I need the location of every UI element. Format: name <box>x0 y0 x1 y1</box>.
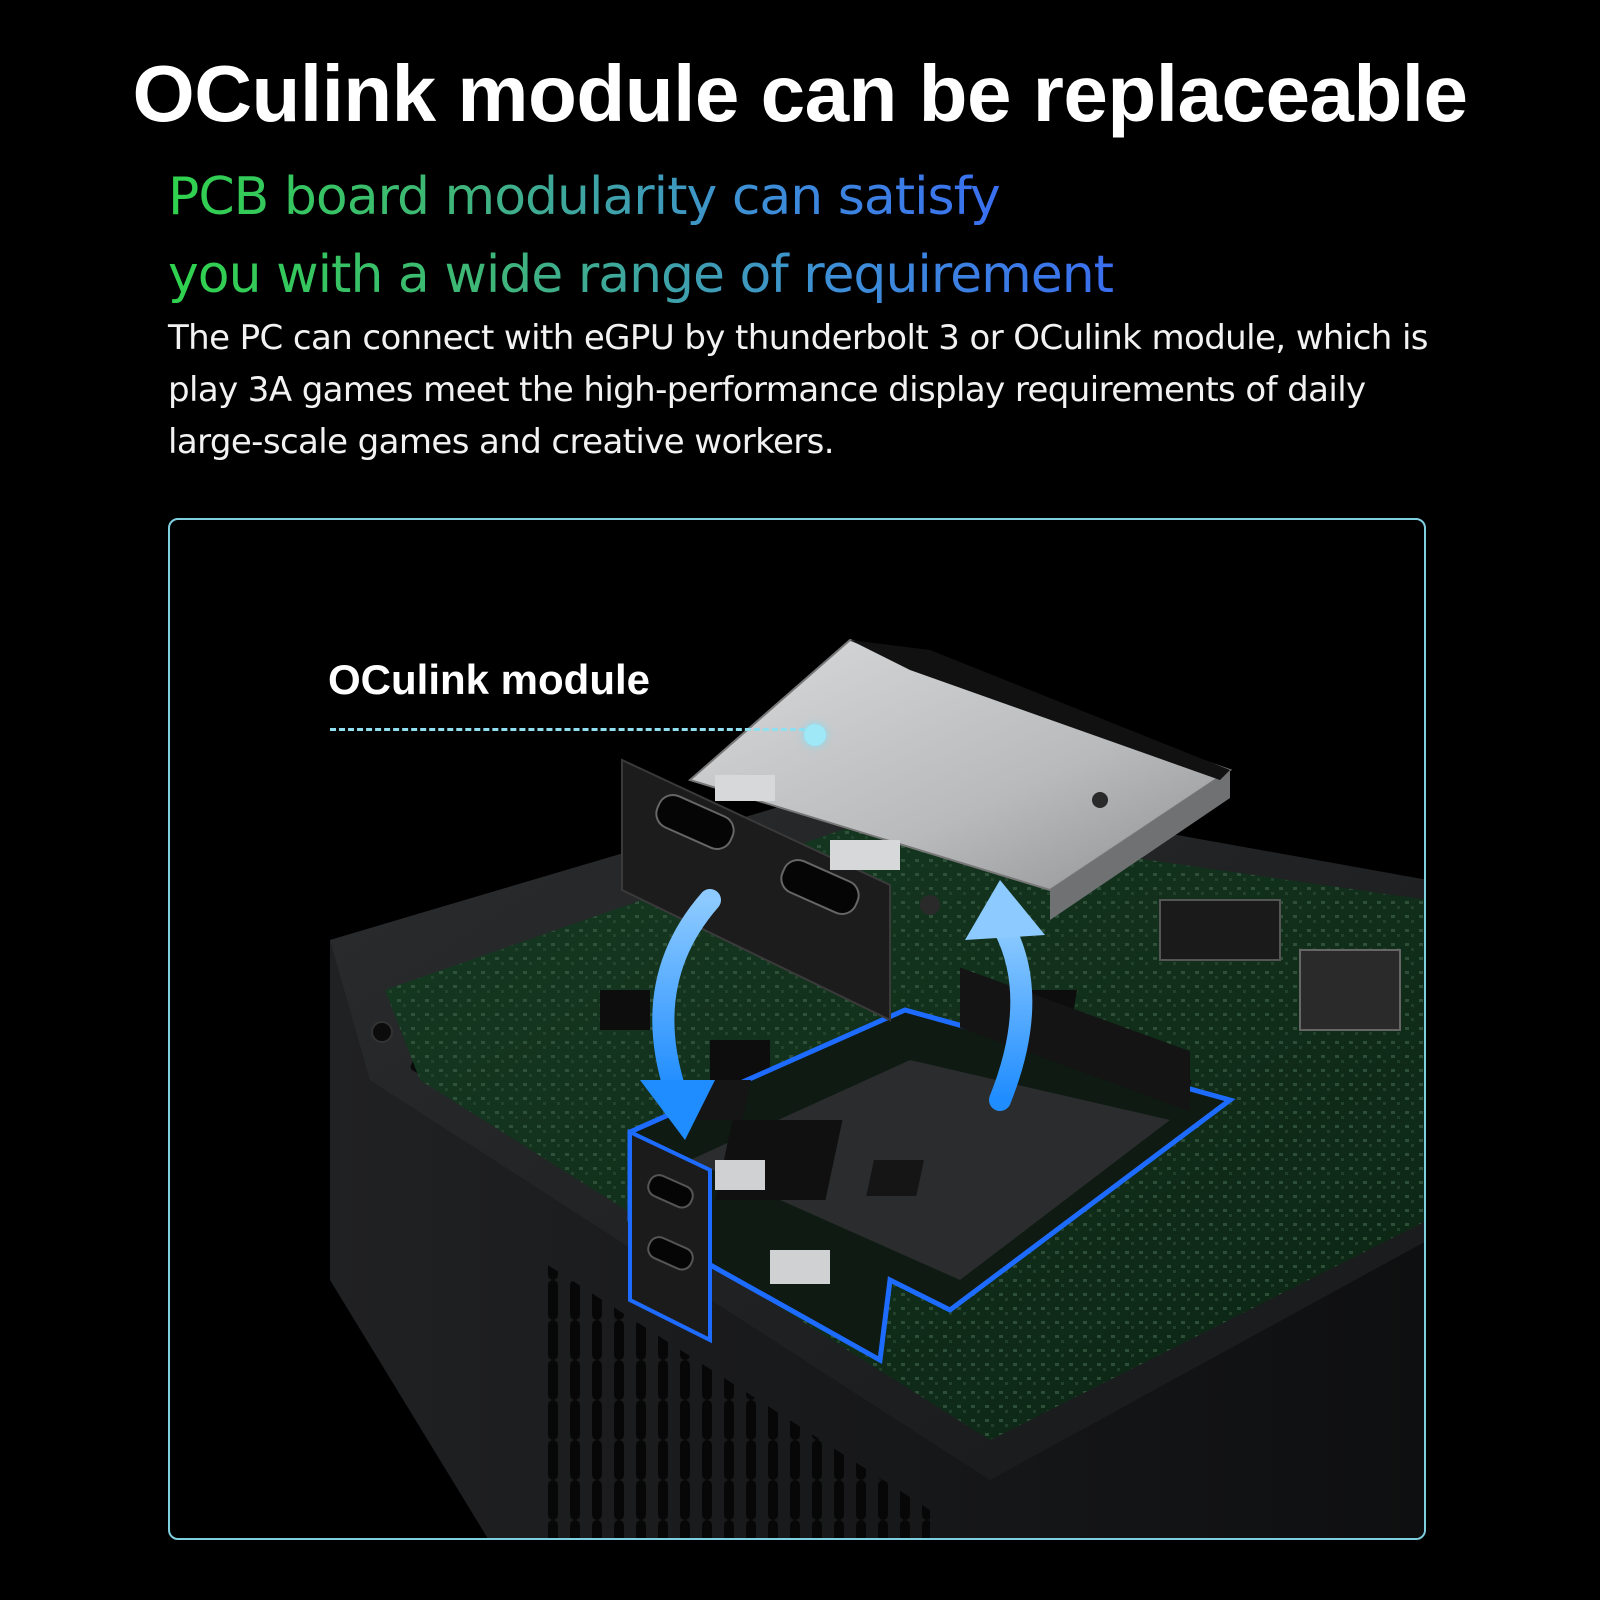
description-text: The PC can connect with eGPU by thunderb… <box>168 318 1429 462</box>
subtitle: PCB board modularity can satisfy you wit… <box>168 158 1114 314</box>
arrow-down-icon <box>640 1080 715 1140</box>
arrow-up-icon <box>965 880 1045 940</box>
page-title: OCulink module can be replaceable <box>132 49 1468 138</box>
oculink-module <box>621 638 1233 1112</box>
product-illustration-panel <box>168 518 1426 1540</box>
installed-oculink-board <box>627 1007 1236 1364</box>
callout-leader-line <box>330 728 814 731</box>
subtitle-line-1: PCB board modularity can satisfy <box>168 158 1001 236</box>
oculink-callout-label: OCulink module <box>328 656 651 703</box>
swap-arrows <box>640 880 1045 1140</box>
callout-dot <box>804 724 826 746</box>
mini-pc-illustration <box>330 638 1424 1538</box>
subtitle-line-2: you with a wide range of requirement <box>168 236 1114 314</box>
